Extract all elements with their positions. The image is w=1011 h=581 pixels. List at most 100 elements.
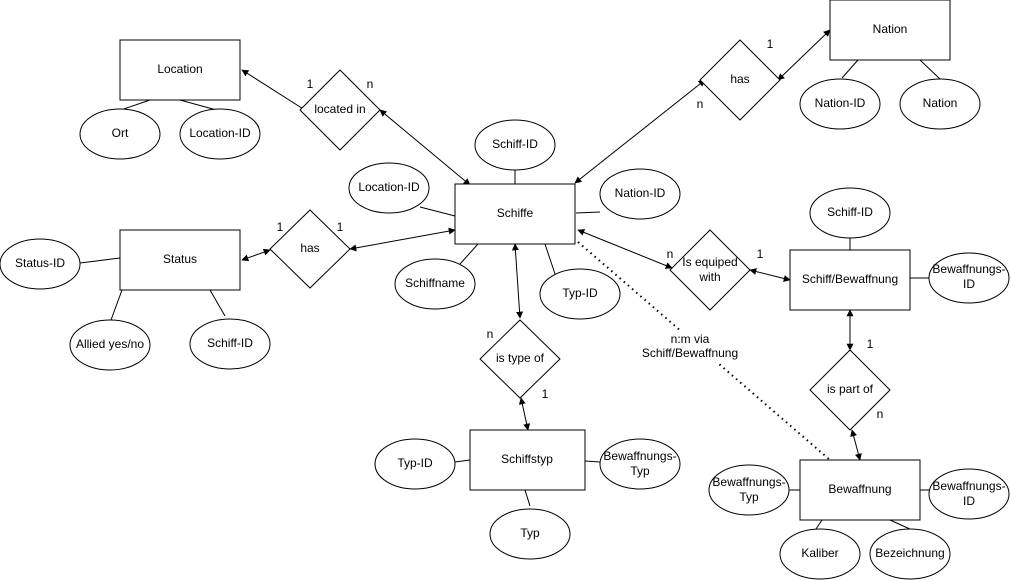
attribute-label-line-2: ID (963, 494, 975, 508)
attribute-bezeichnung[interactable]: Bezeichnung (869, 528, 951, 580)
attribute-label-line-2: ID (963, 277, 975, 291)
relationship-label-line-2: with (698, 270, 720, 284)
link-has-nation-nation (777, 29, 831, 81)
nm-annotation: n:m via Schiff/Bewaffnung (640, 330, 740, 362)
attribute-label: Typ (520, 526, 540, 540)
attribute-nation-id[interactable]: Nation-ID (799, 78, 881, 130)
attribute-label: Kaliber (801, 546, 838, 560)
attribute-label-line-1: Bewaffnungs- (932, 479, 1005, 493)
relationship-located-in[interactable]: located in (299, 69, 381, 151)
cardinality-label: 1 (542, 387, 549, 401)
relationship-label: located in (314, 102, 365, 116)
attribute-label: Nation (923, 96, 958, 110)
attribute-typ-id[interactable]: Typ-ID (374, 438, 456, 490)
cardinality-labels: 1 n 1 n 1 1 n 1 n 1 1 n (277, 37, 884, 421)
link-schiffe-type-of (511, 243, 524, 319)
entity-schiffe[interactable]: Schiffe (454, 183, 576, 245)
entity-label: Schiffe (497, 206, 534, 220)
attribute-ort[interactable]: Ort (79, 108, 161, 160)
attribute-label: Typ-ID (397, 456, 433, 470)
attribute-label: Location-ID (358, 180, 420, 194)
entity-label: Schiffstyp (501, 452, 553, 466)
entity-status[interactable]: Status (119, 229, 241, 291)
attribute-label: Nation-ID (615, 186, 666, 200)
link-equiped-sb (749, 268, 791, 282)
cardinality-label: n (877, 407, 884, 421)
cardinality-label: 1 (757, 247, 764, 261)
attribute-label-line-1: Bewaffnungs- (712, 475, 785, 489)
link-status-has (241, 248, 271, 262)
cardinality-label: 1 (307, 77, 314, 91)
link-schiffe-has-nation (574, 79, 706, 184)
attribute-label: Allied yes/no (76, 337, 144, 351)
entity-label: Location (157, 62, 202, 76)
link-location-located-in (241, 69, 309, 113)
entity-schiffstyp[interactable]: Schiffstyp (469, 429, 586, 491)
attribute-bewaffnungs-typ-schiffstyp[interactable]: Bewaffnungs- Typ (599, 438, 681, 490)
attribute-typ[interactable]: Typ (489, 508, 571, 560)
entity-location[interactable]: Location (119, 39, 241, 101)
relationship-label: is part of (827, 382, 874, 396)
attribute-nation[interactable]: Nation (899, 78, 981, 130)
attribute-kaliber[interactable]: Kaliber (779, 528, 861, 580)
attribute-allied[interactable]: Allied yes/no (69, 319, 151, 371)
cardinality-label: n (487, 327, 494, 341)
relationship-label: has (730, 72, 749, 86)
cardinality-label: 1 (277, 220, 284, 234)
cardinality-label: 1 (867, 337, 874, 351)
attribute-schiffname[interactable]: Schiffname (394, 258, 476, 310)
attribute-label: Bezeichnung (875, 546, 944, 560)
dotted-nm-link (577, 241, 831, 461)
attribute-bewaffnungs-id-sb[interactable]: Bewaffnungs- ID (928, 252, 1010, 304)
attribute-label-line-1: Bewaffnungs- (603, 449, 676, 463)
attribute-status-id[interactable]: Status-ID (0, 238, 81, 290)
attribute-nation-id-schiffe[interactable]: Nation-ID (599, 168, 681, 220)
attribute-bewaffnungs-id-bewaffnung[interactable]: Bewaffnungs- ID (928, 468, 1010, 520)
link-schiffe-equiped (577, 229, 673, 269)
entity-label: Nation (873, 22, 908, 36)
attribute-label: Schiff-ID (207, 336, 253, 350)
attribute-label: Nation-ID (815, 96, 866, 110)
attribute-label: Typ-ID (562, 286, 598, 300)
relationship-is-equiped-with[interactable]: Is equiped with (669, 229, 751, 311)
entity-nation[interactable]: Nation (829, 0, 951, 61)
relationship-label: is type of (496, 351, 545, 365)
relationship-label: has (300, 241, 319, 255)
link-located-in-schiffe (379, 109, 471, 186)
cardinality-label: n (367, 77, 374, 91)
annotation-line-1: n:m via (671, 332, 710, 346)
attribute-lines (79, 59, 941, 536)
entity-label: Bewaffnung (828, 482, 891, 496)
attribute-schiff-id-status[interactable]: Schiff-ID (189, 318, 271, 370)
relationship-links (241, 29, 862, 461)
attribute-label-line-1: Bewaffnungs- (932, 262, 1005, 276)
attribute-label: Schiffname (405, 276, 465, 290)
entity-label: Schiff/Bewaffnung (802, 272, 898, 286)
relationship-has-nation[interactable]: has (699, 39, 781, 121)
attribute-label-line-2: Typ (630, 464, 650, 478)
relationship-has-status[interactable]: has (269, 209, 351, 289)
attribute-label: Ort (112, 126, 129, 140)
cardinality-label: 1 (337, 220, 344, 234)
entity-schiff-bewaffnung[interactable]: Schiff/Bewaffnung (789, 249, 911, 311)
attribute-schiff-id[interactable]: Schiff-ID (474, 119, 556, 171)
entity-label: Status (163, 252, 197, 266)
entity-bewaffnung[interactable]: Bewaffnung (799, 459, 921, 521)
attribute-label: Status-ID (15, 256, 65, 270)
attribute-typ-id-schiffe[interactable]: Typ-ID (539, 268, 621, 320)
attribute-location-id-schiffe[interactable]: Location-ID (348, 162, 430, 214)
annotation-line-2: Schiff/Bewaffnung (642, 346, 738, 360)
link-has-status-schiffe (349, 227, 456, 252)
relationship-is-type-of[interactable]: is type of (479, 319, 561, 399)
attribute-label: Schiff-ID (492, 137, 538, 151)
cardinality-label: n (667, 247, 674, 261)
attribute-schiff-id-sb[interactable]: Schiff-ID (809, 187, 891, 239)
attribute-label: Location-ID (189, 126, 251, 140)
relationship-is-part-of[interactable]: is part of (809, 349, 891, 431)
attribute-bewaffnungs-typ-bewaffnung[interactable]: Bewaffnungs- Typ (708, 464, 790, 516)
attribute-label: Schiff-ID (827, 205, 873, 219)
attribute-location-id[interactable]: Location-ID (179, 108, 261, 160)
link-part-of-bewaffnung (850, 429, 862, 461)
cardinality-label: n (697, 97, 704, 111)
